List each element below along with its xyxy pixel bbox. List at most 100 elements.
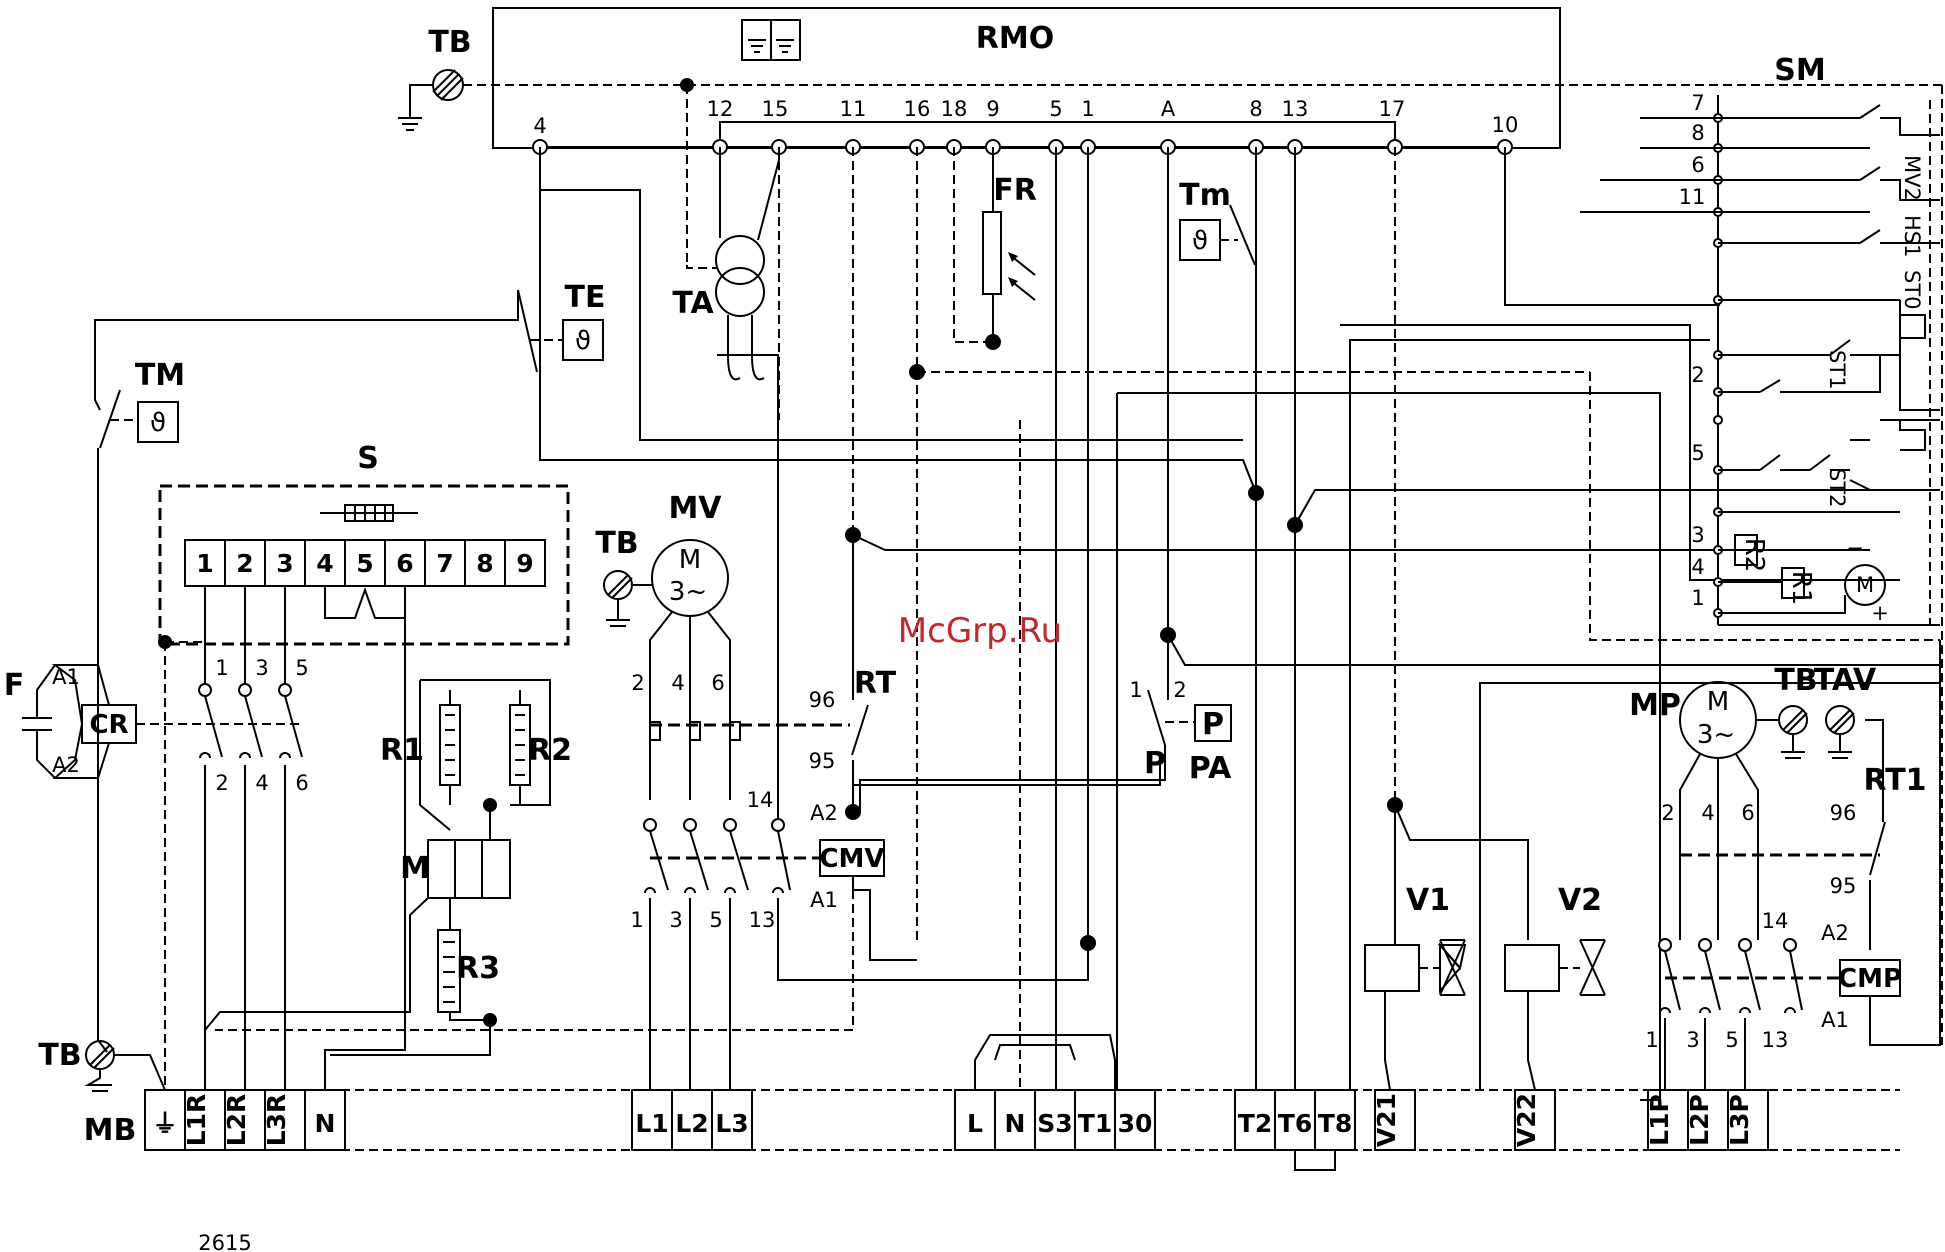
s-terminal-3: 3 <box>276 549 293 578</box>
sm-r2-text: R2 <box>1739 538 1769 573</box>
tm-upper-thermostat: TM ϑ <box>99 358 185 449</box>
hs1-label: HS1 <box>1900 215 1924 257</box>
sm-terminal-8: 8 <box>1691 121 1704 145</box>
mb-terminals <box>144 1089 1769 1151</box>
st0-label: ST0 <box>1900 270 1924 310</box>
mb-terminal-l3: L3 <box>715 1109 748 1138</box>
cmp-contact-14: 14 <box>1762 909 1789 933</box>
mb-terminal-s3: S3 <box>1037 1109 1072 1138</box>
mv-label: MV <box>668 491 722 526</box>
mb-terminal-t8: T8 <box>1318 1109 1352 1138</box>
rmo-terminal-18: 18 <box>941 97 968 121</box>
f-label: F <box>4 668 25 703</box>
rt-label: RT <box>854 666 897 701</box>
rmo-box: RMO 4 12 15 11 16 18 9 5 <box>492 7 1561 155</box>
mp-motor-3phase: 3~ <box>1697 720 1735 750</box>
s-terminal-1: 1 <box>196 549 213 578</box>
servo-plus: + <box>1871 601 1889 625</box>
cr-contact-1: 1 <box>215 656 228 680</box>
rt1-thermal-relay: RT1 96 95 <box>1830 719 1927 950</box>
pa-p-contact: P <box>1144 746 1166 781</box>
cr-main-contacts: 1 3 5 2 4 6 <box>158 586 406 1090</box>
mb-terminal-t6: T6 <box>1278 1109 1312 1138</box>
v1-valve: V1 <box>1364 805 1467 1091</box>
top-earth-terminal: TB <box>398 25 472 131</box>
mp-motor-m: M <box>1707 687 1729 717</box>
pa-p-box: P <box>1202 707 1224 742</box>
rmo-terminal-17: 17 <box>1379 97 1406 121</box>
cmp-contact-1: 1 <box>1645 1028 1658 1052</box>
tb-top-label: TB <box>428 25 471 60</box>
watermark-text: McGrp.Ru <box>898 611 1062 651</box>
s-terminal-7: 7 <box>436 549 453 578</box>
st2-label: ST2 <box>1825 468 1849 508</box>
cmp-label: CMP <box>1838 964 1902 994</box>
r2-label: R2 <box>528 733 572 768</box>
sm-label: SM <box>1774 53 1825 88</box>
mb-terminal-l2p: L2P <box>1685 1094 1714 1146</box>
mb-terminal-l1: L1 <box>635 1109 668 1138</box>
sm-terminal-5: 5 <box>1691 441 1704 465</box>
fr-label: FR <box>993 173 1037 208</box>
rmo-terminal-5: 5 <box>1049 97 1062 121</box>
sm-relay-coils <box>1899 100 1931 625</box>
mv-lead-4: 4 <box>671 671 684 695</box>
cmp-contact-a1: A1 <box>1821 1008 1849 1032</box>
sm-terminal-1: 1 <box>1691 586 1704 610</box>
cmv-contact-14: 14 <box>747 788 774 812</box>
s-terminal-4: 4 <box>316 549 333 578</box>
bottom-earth-terminal: TB <box>38 1038 166 1092</box>
rmo-terminal-9: 9 <box>986 97 999 121</box>
ta-label: TA <box>672 286 714 321</box>
tb-mv-label: TB <box>595 526 638 561</box>
r3-label: R3 <box>456 951 500 986</box>
sm-terminal-7: 7 <box>1691 91 1704 115</box>
fr-flame-sensor: FR <box>953 147 1037 350</box>
thermo-icon-tm: ϑ <box>1192 226 1208 256</box>
mb-terminal-n: N <box>315 1109 336 1138</box>
mb-terminal-l3p: L3P <box>1725 1094 1754 1146</box>
rmo-terminal-16: 16 <box>904 97 931 121</box>
r1-label: R1 <box>380 733 424 768</box>
mv-fan-motor: MV M 3~ TB 2 4 6 <box>595 491 731 800</box>
rmo-terminal-10: 10 <box>1492 113 1519 137</box>
rt-contact-95: 95 <box>809 749 836 773</box>
cmv-label: CMV <box>819 844 884 874</box>
s-terminal-8: 8 <box>476 549 493 578</box>
sm-terminal-6: 6 <box>1691 153 1704 177</box>
v1-label: V1 <box>1406 883 1450 918</box>
thermo-icon-te: ϑ <box>575 326 591 356</box>
rmo-terminal-12: 12 <box>707 97 734 121</box>
mb-label: MB <box>84 1113 137 1148</box>
pa-label: PA <box>1189 751 1232 786</box>
s-terminal-6: 6 <box>396 549 413 578</box>
pa-pressure-switch: 1 2 P P PA <box>859 678 1232 812</box>
tm-upper-label: TM <box>135 358 185 393</box>
mb-terminal-t2: T2 <box>1238 1109 1272 1138</box>
rmo-terminal-15: 15 <box>762 97 789 121</box>
mb-terminal-n2: N <box>1005 1109 1026 1138</box>
rmo-terminal-13: 13 <box>1282 97 1309 121</box>
mb-terminal-v21: V21 <box>1372 1093 1401 1147</box>
servo-motor-icon: M <box>1856 573 1874 597</box>
cr-label: CR <box>89 710 128 740</box>
cmv-contact-3: 3 <box>669 908 682 932</box>
tb-mp-label: TB <box>1774 663 1817 698</box>
mb-terminal-l2: L2 <box>675 1109 708 1138</box>
cmv-contactor: CMV 1 3 5 13 14 A1 A2 <box>215 354 1161 1090</box>
s-terminal-5: 5 <box>356 549 373 578</box>
tav-label: TAV <box>1814 663 1877 698</box>
mb-terminal-l1r: L1R <box>182 1094 211 1147</box>
mv-motor-m: M <box>679 545 701 575</box>
cmp-contact-5: 5 <box>1725 1028 1738 1052</box>
cmv-contact-a2: A2 <box>810 801 838 825</box>
rmo-terminal-8: 8 <box>1249 97 1262 121</box>
ta-transformer: TA <box>672 147 780 381</box>
mv-motor-3phase: 3~ <box>669 577 707 607</box>
pa-contact-2: 2 <box>1173 678 1186 702</box>
te-thermostat: TE ϑ <box>517 280 605 373</box>
mp-lead-4: 4 <box>1701 801 1714 825</box>
sm-terminal-2: 2 <box>1691 363 1704 387</box>
cmp-contact-a2: A2 <box>1821 921 1849 945</box>
